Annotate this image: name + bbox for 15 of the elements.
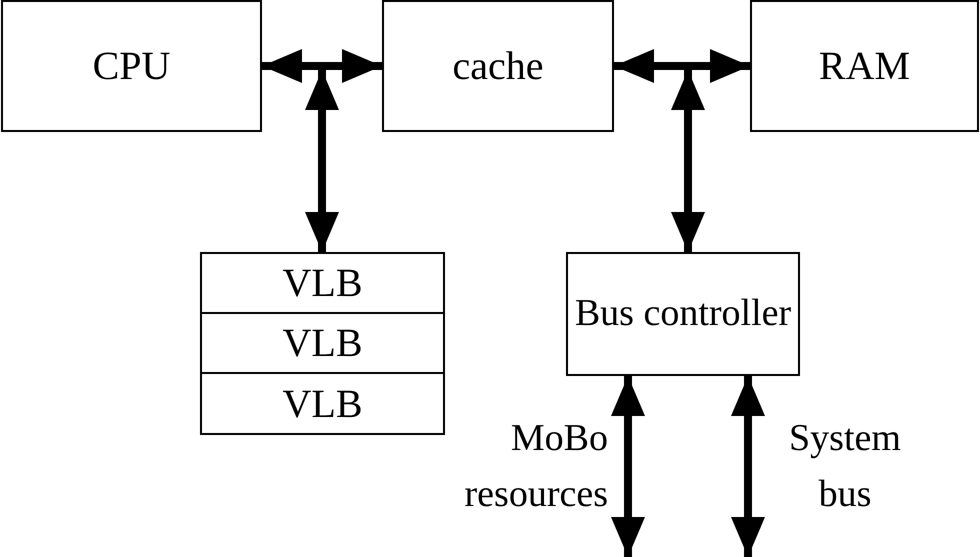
process-box: VLB [200, 312, 445, 374]
process-box: VLB [200, 372, 445, 435]
process-box: Bus controller [566, 252, 800, 376]
process-box: RAM [750, 0, 979, 132]
double-arrow [305, 70, 339, 252]
process-box: VLB [200, 252, 445, 314]
process-box: cache [382, 0, 614, 132]
edge-label: System bus [788, 416, 902, 517]
double-arrow [731, 376, 765, 557]
double-arrow [611, 376, 645, 557]
double-arrow [671, 70, 705, 252]
double-arrow [614, 49, 750, 83]
double-arrow [262, 49, 382, 83]
process-box: CPU [1, 0, 262, 132]
edge-label: MoBo resources [464, 416, 608, 517]
